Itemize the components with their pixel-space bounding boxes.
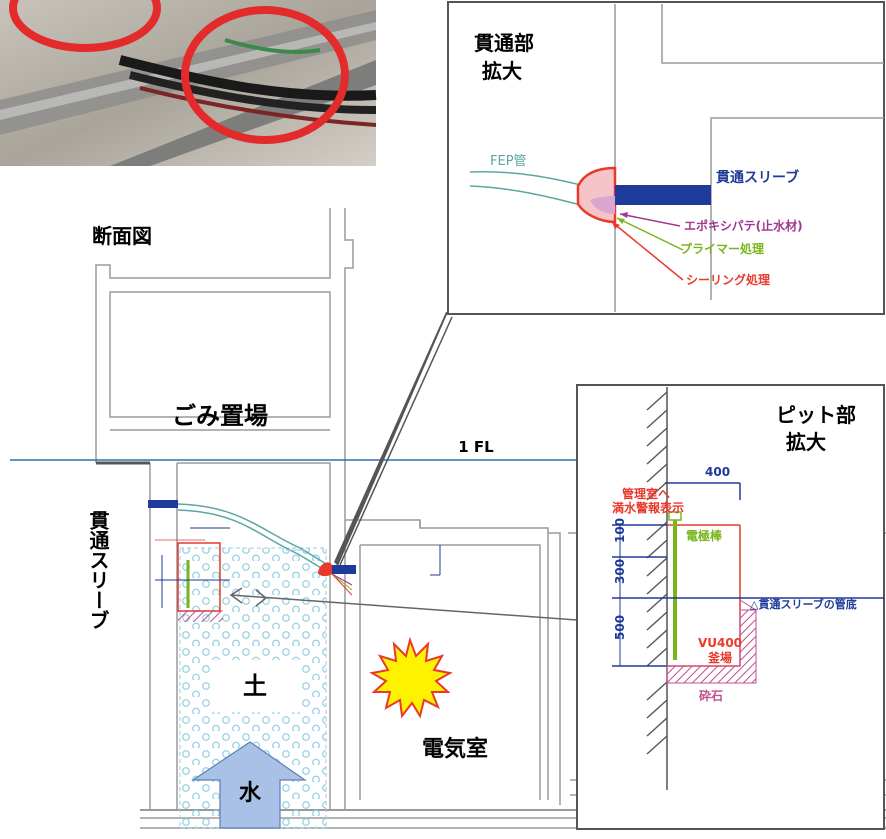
pit-detail-panel [576,384,885,830]
sealing-label: シーリング処理 [686,272,770,287]
small-pit-detail [148,500,441,622]
penetration-title-2: 拡大 [482,59,522,83]
floor-level-label: 1 FL [458,438,494,456]
sleeve-label: 貫通スリーブ [716,169,799,186]
pit-title-2: 拡大 [786,430,826,454]
section-view-label: 断面図 [92,224,152,248]
primer-label: プライマー処理 [680,241,764,256]
electrical-burst-icon [369,636,453,719]
electrical-room-label: 電気室 [422,736,488,762]
garbage-area-label: ごみ置場 [172,402,268,430]
dim-500-label: 500 [613,615,627,640]
gravel-label: 砕石 [698,688,723,703]
fep-pipe-label: FEP管 [490,154,527,169]
water-arrow [191,741,307,829]
epoxy-putty-label: エポキシパテ(止水材) [684,218,803,233]
highlight-circle-2 [181,6,349,144]
pit-label-1: VU400 [698,636,742,650]
penetration-title-1: 貫通部 [474,31,534,55]
pit-title-1: ピット部 [776,403,856,427]
soil-label: 土 [243,672,267,700]
site-photo [0,0,377,166]
dim-100-label: 100 [613,518,627,543]
width-400-label: 400 [705,465,730,479]
callout-line-penetration [339,316,453,566]
sleeve-bottom-label: △貫通スリーブの管底 [750,597,857,611]
electrode-label: 電極棒 [686,528,723,543]
highlight-circle-1 [9,0,161,52]
sleeve-vertical-label: 貫通スリーブ [86,510,110,630]
soil-label-box [210,660,300,712]
callout-line-pit [230,594,578,621]
pit-label-2: 釜場 [707,650,732,665]
dim-300-label: 300 [613,559,627,584]
alarm-label-1: 管理室へ [622,486,670,501]
penetration-detail-panel [447,1,885,315]
alarm-label-2: 満水警報表示 [612,500,684,515]
water-label: 水 [239,781,262,806]
